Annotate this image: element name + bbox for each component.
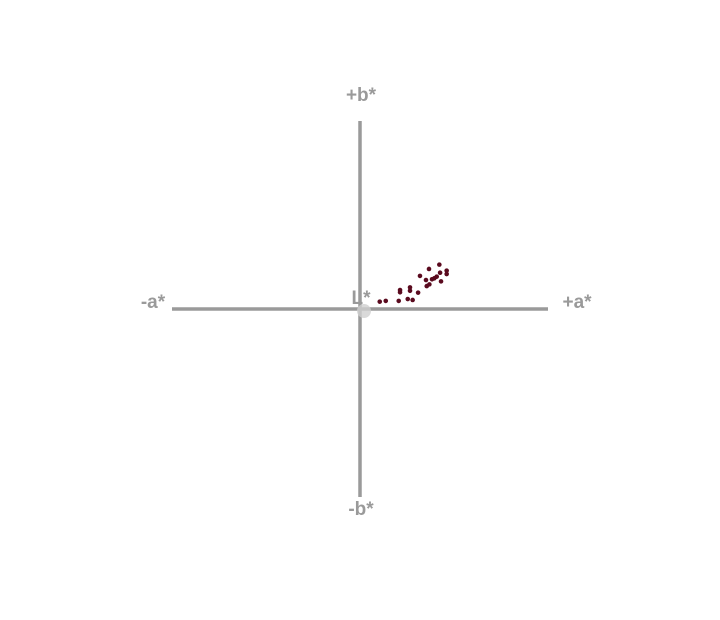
data-point-9: [415, 290, 421, 295]
axis-label-pos-a: +a*: [562, 292, 592, 313]
data-point-6: [407, 285, 413, 290]
axis-label-pos-b: +b*: [346, 85, 377, 106]
data-point-22: [444, 271, 449, 277]
data-point-11: [423, 277, 429, 283]
data-point-19: [437, 270, 443, 276]
data-point-8: [410, 297, 415, 303]
data-point-10: [417, 273, 423, 279]
data-point-2: [396, 298, 402, 304]
axis-label-l: L*: [352, 288, 372, 309]
lightness-marker: [357, 304, 371, 318]
data-point-4: [397, 289, 403, 295]
data-point-0: [377, 299, 383, 304]
data-point-18: [437, 262, 442, 267]
data-point-14: [427, 282, 432, 287]
data-point-1: [383, 298, 389, 304]
data-point-20: [438, 279, 444, 284]
data-point-5: [405, 296, 411, 302]
data-point-13: [426, 266, 432, 272]
axis-label-neg-b: -b*: [348, 499, 374, 520]
data-point-7: [407, 288, 413, 294]
data-point-17: [434, 274, 440, 279]
axis-label-neg-a: -a*: [141, 292, 166, 313]
data-point-21: [444, 268, 449, 273]
